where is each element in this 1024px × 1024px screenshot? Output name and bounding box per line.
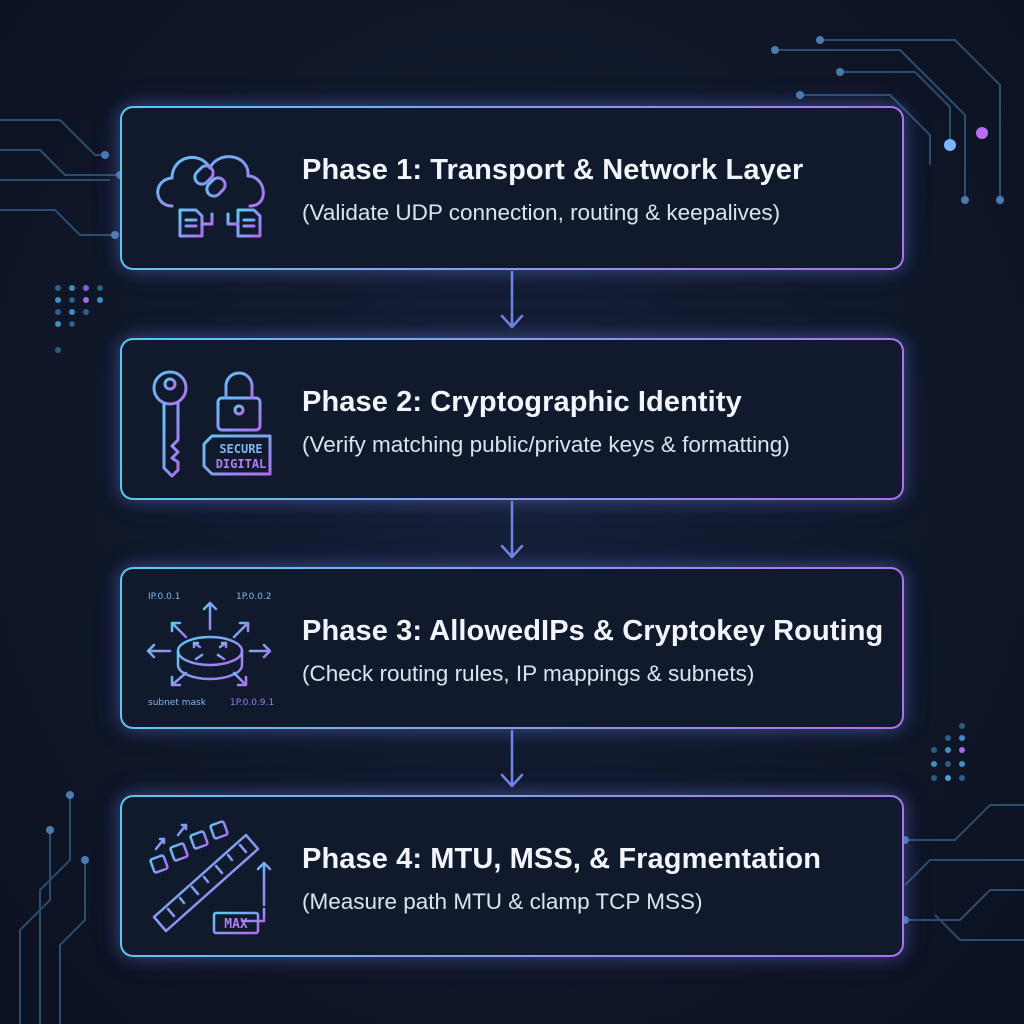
ruler-packets-icon: MAX — [149, 820, 272, 935]
phase-card-1: Phase 1: Transport & Network Layer (Vali… — [120, 106, 904, 270]
arrow-down-icon — [500, 500, 524, 559]
phase-card-2: SECURE DIGITAL Phase 2: Cryptographic Id… — [120, 338, 904, 500]
arrow-down-icon — [500, 270, 524, 329]
phase-card-3: IP.0.0.1 1P.0.0.2 subnet mask 1P.0.0.9.1… — [120, 567, 904, 729]
phase-subtitle: (Validate UDP connection, routing & keep… — [302, 200, 781, 225]
icon-label-ip2: 1P.0.0.2 — [236, 592, 272, 602]
phase-card-4: MAX Phase 4: MTU, MSS, & Fragmentation (… — [120, 795, 904, 957]
arrow-down-icon — [500, 729, 524, 788]
phase-subtitle: (Measure path MTU & clamp TCP MSS) — [302, 889, 703, 914]
key-lock-icon: SECURE DIGITAL — [152, 370, 272, 478]
phase-title: Phase 3: AllowedIPs & Cryptokey Routing — [302, 615, 884, 647]
icon-label-max: MAX — [224, 917, 248, 932]
phase-subtitle: (Verify matching public/private keys & f… — [302, 432, 790, 457]
phase-title: Phase 4: MTU, MSS, & Fragmentation — [302, 843, 822, 875]
phase-title: Phase 2: Cryptographic Identity — [302, 386, 742, 418]
cloud-link-icon — [156, 155, 265, 238]
icon-label-ip1: IP.0.0.1 — [148, 592, 180, 602]
icon-label-ip3: 1P.0.0.9.1 — [230, 698, 274, 708]
icon-label-subnet: subnet mask — [148, 698, 207, 708]
icon-label-digital: DIGITAL — [216, 457, 267, 471]
phase-title: Phase 1: Transport & Network Layer — [302, 154, 804, 186]
phase-subtitle: (Check routing rules, IP mappings & subn… — [302, 661, 755, 686]
router-icon: IP.0.0.1 1P.0.0.2 subnet mask 1P.0.0.9.1 — [146, 592, 274, 708]
icon-label-secure: SECURE — [219, 442, 262, 456]
